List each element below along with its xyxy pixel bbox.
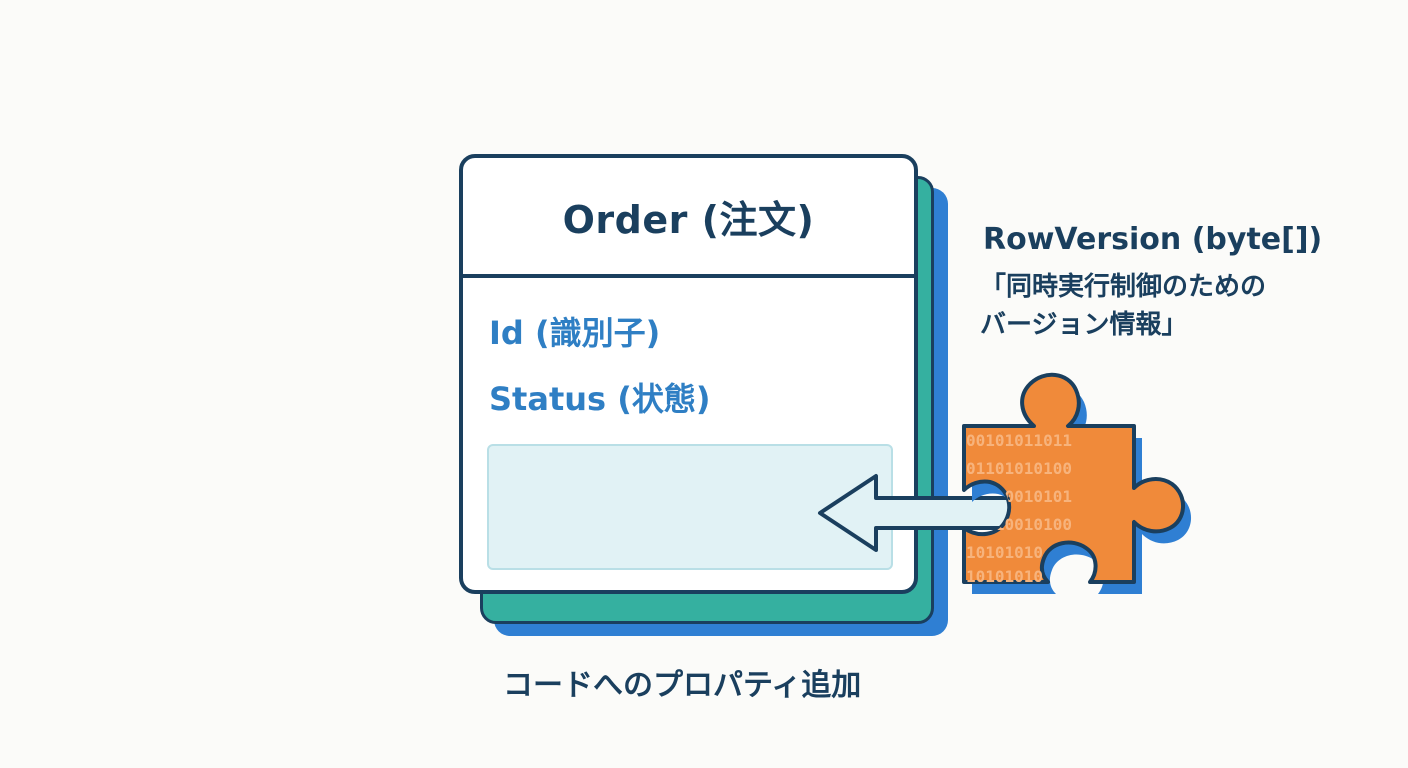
description-line: バージョン情報」 <box>980 310 1188 340</box>
binary-row: 01110010100 <box>966 515 1072 534</box>
puzzle-piece-icon: 00101011011 01101010100 01010010101 0111… <box>962 372 1192 594</box>
entity-title: Order (注文) <box>562 197 815 242</box>
entity-field-id: Id (識別子) <box>489 314 661 352</box>
binary-row: 10101010 <box>966 543 1043 562</box>
entity-header: Order (注文) <box>463 158 914 278</box>
rowversion-description: 「同時実行制御のための バージョン情報」 <box>980 268 1266 344</box>
entity-field-status: Status (状態) <box>489 380 711 418</box>
diagram-caption: コードへのプロパティ追加 <box>503 668 862 703</box>
binary-row: 01101010100 <box>966 459 1072 478</box>
rowversion-title: RowVersion (byte[]) <box>983 222 1323 257</box>
description-line: 「同時実行制御のための <box>980 272 1267 302</box>
binary-row: 10101010 <box>966 567 1043 586</box>
binary-row: 00101011011 <box>966 431 1072 450</box>
